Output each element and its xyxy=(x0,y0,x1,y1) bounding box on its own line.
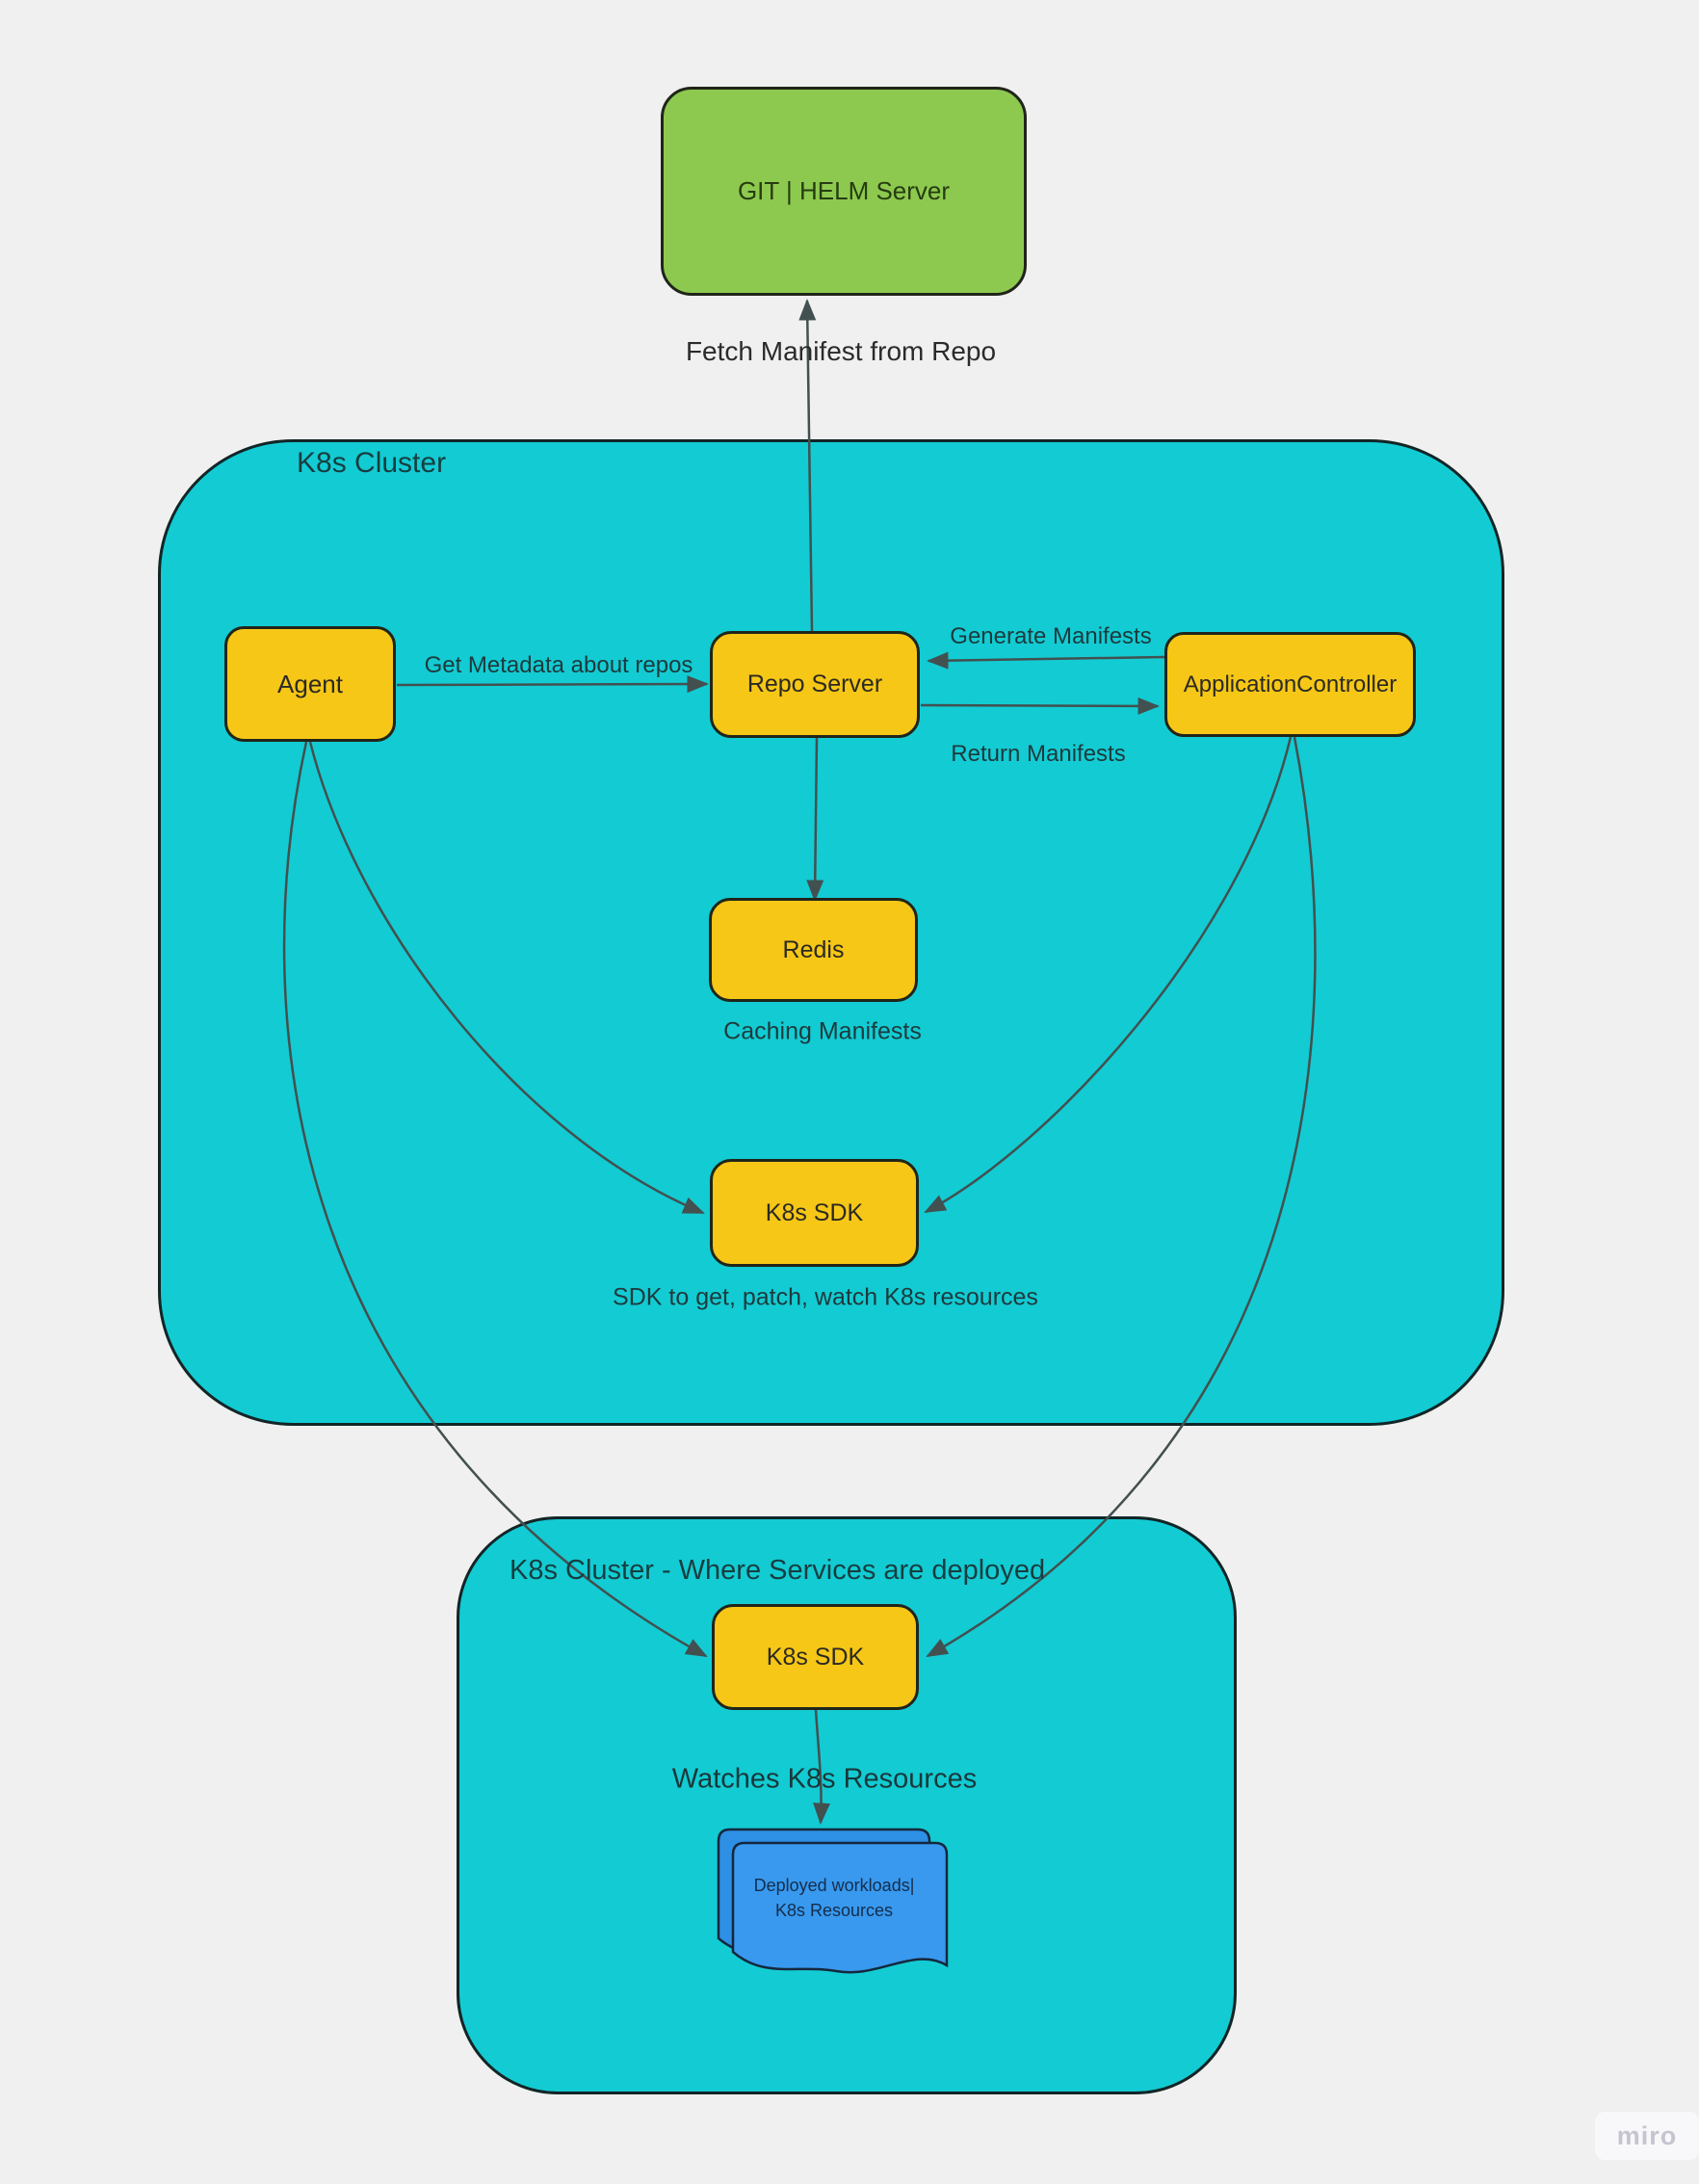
edge-sdk-to-workloads[interactable] xyxy=(813,1709,831,1825)
node-agent-label: Agent xyxy=(277,669,343,698)
node-application-controller-label: ApplicationController xyxy=(1183,671,1398,697)
miro-watermark-label: miro xyxy=(1616,2120,1678,2150)
edge-repo-to-redis[interactable] xyxy=(806,737,824,902)
node-application-controller[interactable]: ApplicationController xyxy=(1164,632,1416,737)
node-repo-server-label: Repo Server xyxy=(746,671,883,697)
edge-agent-to-repo[interactable] xyxy=(396,675,709,694)
node-git-helm-server[interactable]: GIT | HELM Server xyxy=(661,87,1027,296)
node-redis[interactable]: Redis xyxy=(709,898,918,1002)
edge-label-fetch-manifest: Fetch Manifest from Repo xyxy=(685,336,997,366)
node-k8s-sdk-main-label: K8s SDK xyxy=(765,1198,864,1226)
edge-label-get-metadata: Get Metadata about repos xyxy=(424,652,693,678)
edge-appctrl-to-repo[interactable] xyxy=(927,651,1165,670)
node-k8s-sdk-deploy-label: K8s SDK xyxy=(766,1643,865,1671)
edge-label-sdk-description: SDK to get, patch, watch K8s resources xyxy=(613,1283,1038,1311)
node-repo-server[interactable]: Repo Server xyxy=(710,631,920,738)
edge-repo-to-git[interactable] xyxy=(798,299,817,632)
deployed-workloads-label-line2: K8s Resources xyxy=(774,1901,894,1920)
cluster-k8s-deploy[interactable] xyxy=(457,1516,1237,2094)
edge-label-return-manifests: Return Manifests xyxy=(951,741,1126,767)
cluster-deploy-title: K8s Cluster - Where Services are deploye… xyxy=(510,1555,1046,1586)
node-redis-label: Redis xyxy=(782,935,845,963)
edge-label-generate-manifests: Generate Manifests xyxy=(950,623,1152,649)
edge-label-caching-manifests: Caching Manifests xyxy=(723,1017,922,1045)
edge-label-watches-resources: Watches K8s Resources xyxy=(671,1763,978,1795)
edge-agent-to-sdk-main[interactable] xyxy=(308,741,705,1215)
deployed-workloads-label: Deployed workloads| K8s Resources xyxy=(754,1873,915,1923)
edge-repo-to-appctrl[interactable] xyxy=(920,697,1160,715)
node-git-helm-label: GIT | HELM Server xyxy=(737,176,951,205)
node-agent[interactable]: Agent xyxy=(224,626,396,742)
node-k8s-sdk-deploy[interactable]: K8s SDK xyxy=(712,1604,919,1710)
node-k8s-sdk-main[interactable]: K8s SDK xyxy=(710,1159,919,1267)
edge-appctrl-to-sdk-deploy[interactable] xyxy=(926,736,1317,1658)
edge-appctrl-to-sdk-main[interactable] xyxy=(924,736,1293,1214)
miro-watermark[interactable]: miro xyxy=(1595,2112,1699,2160)
deployed-workloads-label-line1: Deployed workloads| xyxy=(753,1876,915,1895)
cluster-main-title: K8s Cluster xyxy=(297,447,447,479)
deployed-workloads-document[interactable] xyxy=(731,1841,949,1974)
edge-agent-to-sdk-deploy[interactable] xyxy=(282,741,708,1658)
